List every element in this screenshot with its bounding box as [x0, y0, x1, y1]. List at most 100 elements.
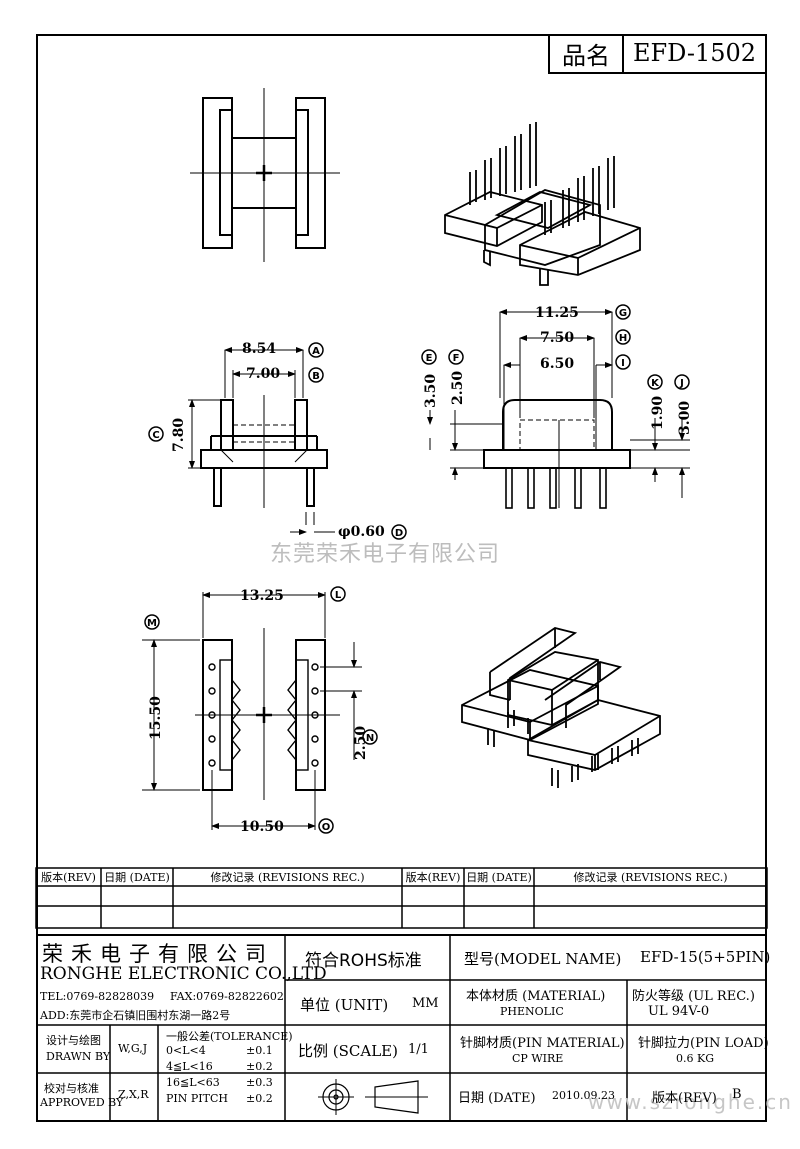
- marker-b: B: [308, 367, 324, 383]
- company-address: ADD:东莞市企石镇旧围村东湖一路2号: [40, 1009, 231, 1022]
- tolerance-range-3: 16≦L<63: [166, 1076, 220, 1089]
- marker-o: O: [318, 818, 334, 834]
- rev-label: 版本(REV): [652, 1091, 717, 1106]
- marker-n: N: [362, 729, 378, 745]
- svg-text:G: G: [619, 308, 627, 319]
- tolerance-value-3: ±0.3: [246, 1076, 273, 1089]
- dim-e-value: 3.50: [423, 374, 439, 408]
- marker-d: D: [391, 524, 407, 540]
- scale-label: 比例 (SCALE): [298, 1042, 398, 1060]
- front-view-right: [427, 309, 690, 509]
- rev-header-date-1: 日期 (DATE): [104, 871, 170, 884]
- tolerance-value-2: ±0.2: [246, 1060, 273, 1073]
- material-value: PHENOLIC: [500, 1005, 564, 1018]
- svg-text:O: O: [322, 822, 331, 833]
- watermark-url: www.szronghe.cn: [588, 1090, 793, 1114]
- side-view-left: [188, 347, 335, 535]
- product-model-code: EFD-1502: [632, 39, 757, 67]
- dim-j-value: 3.00: [677, 401, 693, 435]
- marker-f: F: [448, 349, 464, 365]
- svg-text:D: D: [395, 528, 403, 539]
- flame-label: 防火等级 (UL REC.): [632, 989, 755, 1004]
- dim-k-value: 1.90: [650, 396, 666, 430]
- svg-text:N: N: [366, 733, 374, 744]
- rev-header-date-2: 日期 (DATE): [466, 871, 532, 884]
- svg-text:H: H: [619, 333, 627, 344]
- svg-text:F: F: [453, 353, 460, 364]
- rohs-compliance: 符合ROHS标准: [305, 951, 422, 971]
- svg-text:C: C: [152, 430, 159, 441]
- top-view: [190, 88, 340, 262]
- tolerance-value-4: ±0.2: [246, 1092, 273, 1105]
- dim-m-value: 15.50: [148, 696, 164, 740]
- marker-h: H: [615, 329, 631, 345]
- watermark-company: 东莞荣禾电子有限公司: [270, 542, 501, 567]
- model-value: EFD-15(5+5PIN): [640, 948, 771, 966]
- bottom-view: [142, 592, 362, 830]
- marker-m: M: [144, 614, 160, 630]
- unit-value: MM: [412, 996, 439, 1011]
- marker-g: G: [615, 304, 631, 320]
- unit-label: 单位 (UNIT): [300, 996, 389, 1014]
- pin-material-value: CP WIRE: [512, 1052, 564, 1065]
- svg-text:M: M: [147, 618, 157, 629]
- dim-d-value: φ0.60: [338, 524, 385, 540]
- dim-h-value: 7.50: [540, 330, 574, 346]
- approved-value: Z,X,R: [118, 1088, 149, 1101]
- company-fax: FAX:0769-82822602: [170, 990, 284, 1003]
- product-name-label: 品名: [550, 34, 624, 72]
- svg-text:A: A: [312, 346, 320, 357]
- tolerance-range-2: 4≦L<16: [166, 1060, 213, 1073]
- company-name-en: RONGHE ELECTRONIC CO.,LTD: [40, 964, 327, 984]
- flame-value: UL 94V-0: [648, 1004, 710, 1019]
- pin-load-label: 针脚拉力(PIN LOAD): [638, 1036, 769, 1051]
- rev-header-rec-1: 修改记录 (REVISIONS REC.): [210, 871, 365, 884]
- drawing-frame: [36, 34, 767, 1122]
- tolerance-value-1: ±0.1: [246, 1044, 273, 1057]
- dim-g-value: 11.25: [535, 305, 579, 321]
- svg-text:I: I: [621, 358, 625, 369]
- company-tel: TEL:0769-82828039: [40, 990, 155, 1003]
- marker-k: K: [647, 374, 663, 390]
- pin-material-label: 针脚材质(PIN MATERIAL): [460, 1036, 625, 1051]
- iso-view-lower: [461, 627, 661, 788]
- dim-i-value: 6.50: [540, 356, 574, 372]
- date-value: 2010.09.23: [552, 1089, 615, 1102]
- svg-text:L: L: [335, 590, 342, 601]
- dim-o-value: 10.50: [240, 819, 284, 835]
- design-value: W,G,J: [118, 1042, 148, 1055]
- approved-label-en: APPROVED BY: [40, 1096, 124, 1109]
- svg-text:K: K: [651, 378, 660, 389]
- date-label: 日期 (DATE): [458, 1091, 536, 1106]
- title-block-grid: [35, 867, 768, 1122]
- dim-b-value: 7.00: [246, 366, 280, 382]
- marker-c: C: [148, 426, 164, 442]
- title-block: 品名 EFD-1502: [548, 34, 767, 74]
- iso-view-upper: [444, 122, 641, 286]
- svg-text:J: J: [679, 378, 684, 389]
- rev-header-rev-1: 版本(REV): [41, 871, 96, 884]
- model-label: 型号(MODEL NAME): [464, 950, 622, 968]
- svg-text:E: E: [426, 353, 433, 364]
- dim-c-value: 7.80: [171, 418, 187, 452]
- tolerance-range-1: 0<L<4: [166, 1044, 206, 1057]
- design-label-en: DRAWN BY: [46, 1050, 111, 1063]
- marker-i: I: [615, 354, 631, 370]
- marker-e: E: [421, 349, 437, 365]
- tolerance-range-4: PIN PITCH: [166, 1092, 228, 1105]
- svg-text:B: B: [312, 371, 320, 382]
- marker-j: J: [674, 374, 690, 390]
- dim-l-value: 13.25: [240, 588, 284, 604]
- dim-a-value: 8.54: [242, 341, 276, 357]
- rev-header-rec-2: 修改记录 (REVISIONS REC.): [573, 871, 728, 884]
- company-name-cn: 荣禾电子有限公司: [42, 942, 274, 966]
- design-label-cn: 设计与绘图: [46, 1034, 101, 1047]
- tolerance-title: 一般公差(TOLERANCE): [166, 1030, 293, 1043]
- material-label: 本体材质 (MATERIAL): [466, 989, 606, 1004]
- scale-value: 1/1: [408, 1042, 429, 1057]
- rev-value: B: [732, 1087, 742, 1102]
- marker-a: A: [308, 342, 324, 358]
- approved-label-cn: 校对与核准: [44, 1082, 99, 1095]
- pin-load-value: 0.6 KG: [676, 1052, 714, 1065]
